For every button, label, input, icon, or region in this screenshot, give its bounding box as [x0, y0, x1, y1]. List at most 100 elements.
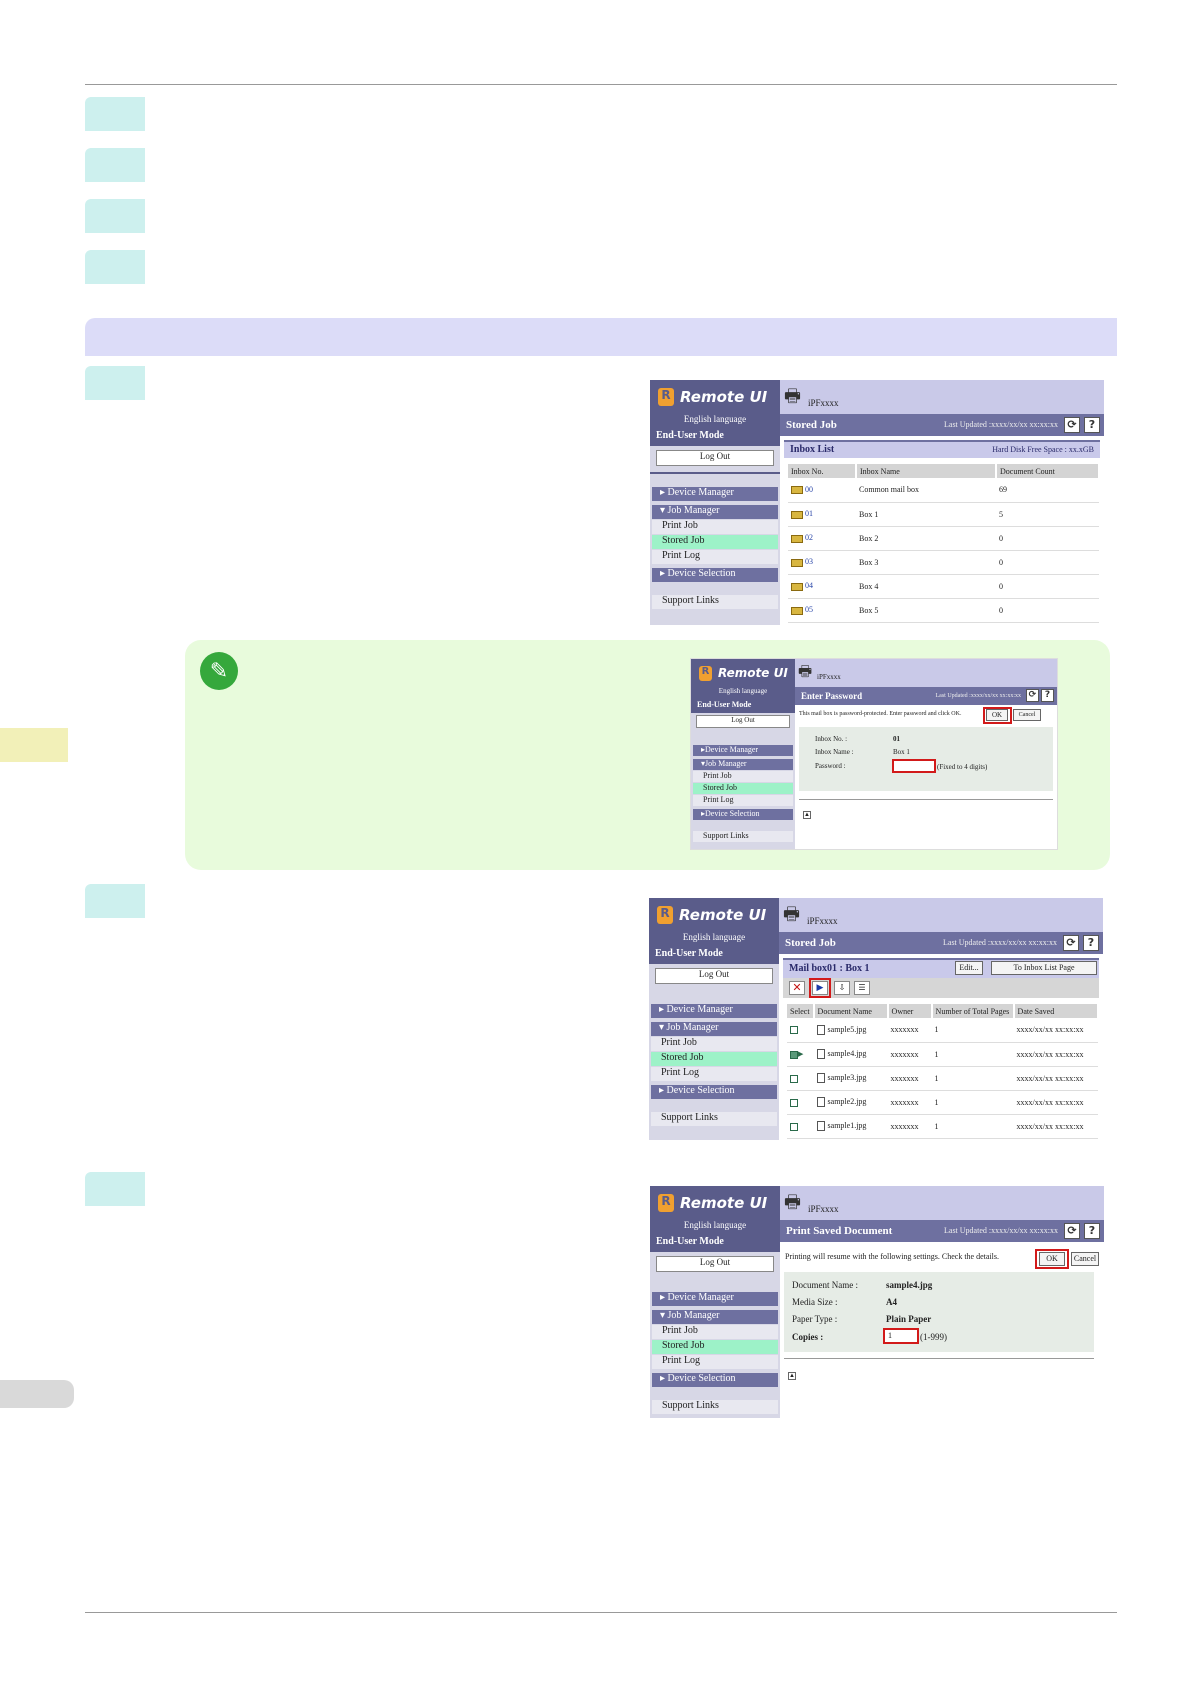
step-marker-5 — [85, 366, 145, 400]
doc-name[interactable]: sample4.jpg — [827, 1048, 867, 1058]
inbox-link[interactable]: 04 — [805, 581, 813, 591]
help-button[interactable]: ? — [1084, 417, 1100, 433]
inbox-name: Box 4 — [856, 574, 996, 599]
page-title: Stored Job Last Updated :xxxx/xx/xx xx:x… — [779, 932, 1103, 954]
print-icon[interactable]: ▶ — [812, 981, 828, 995]
divider — [799, 799, 1053, 800]
refresh-icon[interactable]: ⟳ — [1063, 935, 1079, 951]
inbox-link[interactable]: 02 — [805, 533, 813, 543]
nav-device-selection[interactable]: ▸ Device Selection — [652, 568, 778, 582]
inbox-link[interactable]: 03 — [805, 557, 813, 567]
nav-device-selection[interactable]: ▸ Device Selection — [651, 1085, 777, 1099]
details-icon[interactable]: ☰ — [854, 981, 870, 995]
refresh-icon[interactable]: ⟳ — [1064, 417, 1080, 433]
nav-job-manager[interactable]: ▾ Job Manager — [652, 505, 778, 519]
nav-print-job[interactable]: Print Job — [652, 520, 778, 534]
logout-button[interactable]: Log Out — [655, 968, 773, 984]
col-inbox-no: Inbox No. — [788, 464, 857, 478]
logout-button[interactable]: Log Out — [656, 450, 774, 466]
edit-button[interactable]: Edit... — [955, 961, 983, 975]
inbox-name: Box 1 — [856, 502, 996, 527]
doc-name[interactable]: sample1.jpg — [827, 1120, 867, 1130]
doc-name[interactable]: sample5.jpg — [827, 1024, 867, 1034]
language-link[interactable]: English language — [650, 1220, 780, 1236]
nav-job-manager[interactable]: ▾ Job Manager — [652, 1310, 778, 1324]
top-bar: 🖶 iPFxxxx — [795, 659, 1057, 687]
inbox-link[interactable]: 01 — [805, 509, 813, 519]
select-checkbox[interactable] — [790, 1074, 798, 1083]
doc-name[interactable]: sample3.jpg — [827, 1072, 867, 1082]
owner: xxxxxxx — [887, 1090, 932, 1115]
nav-stored-job[interactable]: Stored Job — [652, 1340, 778, 1354]
select-checkbox[interactable] — [790, 1026, 798, 1035]
inbox-no-label: Inbox No. : — [815, 735, 848, 743]
help-button[interactable]: ? — [1041, 689, 1054, 702]
sidebar-divider — [650, 472, 780, 474]
password-input[interactable] — [892, 759, 936, 773]
page-top-icon[interactable]: ▲ — [788, 1372, 796, 1380]
nav-job-manager[interactable]: ▾ Job Manager — [651, 1022, 777, 1036]
nav-device-manager[interactable]: ▸ Device Manager — [652, 1292, 778, 1306]
document-icon — [816, 1073, 825, 1084]
page-top-icon[interactable]: ▲ — [803, 811, 811, 819]
nav-device-manager[interactable]: ▸ Device Manager — [651, 1004, 777, 1018]
inbox-link[interactable]: 00 — [805, 485, 813, 495]
nav-print-log[interactable]: Print Log — [652, 550, 778, 564]
brand-text: Remote UI — [679, 906, 767, 924]
last-updated: Last Updated :xxxx/xx/xx xx:xx:xx — [943, 938, 1057, 947]
select-checkbox[interactable] — [790, 1098, 798, 1107]
delete-icon[interactable]: ✕ — [789, 981, 805, 995]
nav-support-links[interactable]: Support Links — [652, 595, 778, 609]
inbox-link[interactable]: 05 — [805, 605, 813, 615]
language-link[interactable]: English language — [649, 932, 779, 948]
pages: 1 — [931, 1066, 1014, 1091]
doc-name[interactable]: sample2.jpg — [827, 1096, 867, 1106]
language-link[interactable]: English language — [650, 414, 780, 430]
ok-button[interactable]: OK — [986, 709, 1008, 721]
nav-stored-job[interactable]: Stored Job — [693, 783, 793, 794]
nav-print-job[interactable]: Print Job — [652, 1325, 778, 1339]
nav-stored-job[interactable]: Stored Job — [652, 535, 778, 549]
nav-print-job[interactable]: Print Job — [651, 1037, 777, 1051]
cancel-button[interactable]: Cancel — [1071, 1252, 1099, 1266]
ok-button[interactable]: OK — [1039, 1252, 1065, 1266]
nav-print-log[interactable]: Print Log — [651, 1067, 777, 1081]
doc-count: 0 — [996, 550, 1099, 575]
help-button[interactable]: ? — [1083, 935, 1099, 951]
language-link[interactable]: English language — [691, 687, 795, 700]
nav-support-links[interactable]: Support Links — [693, 831, 793, 842]
logout-button[interactable]: Log Out — [696, 715, 790, 728]
move-icon[interactable]: ⇩ — [834, 981, 850, 995]
logout-button[interactable]: Log Out — [656, 1256, 774, 1272]
nav-stored-job[interactable]: Stored Job — [651, 1052, 777, 1066]
nav-print-log[interactable]: Print Log — [693, 795, 793, 806]
refresh-icon[interactable]: ⟳ — [1026, 689, 1039, 702]
divider — [784, 1358, 1094, 1359]
nav-print-log[interactable]: Print Log — [652, 1355, 778, 1369]
to-inbox-list-button[interactable]: To Inbox List Page — [991, 961, 1097, 975]
cancel-button[interactable]: Cancel — [1013, 709, 1041, 721]
nav-device-selection[interactable]: ▸ Device Selection — [652, 1373, 778, 1387]
help-button[interactable]: ? — [1084, 1223, 1100, 1239]
copies-input[interactable]: 1 — [883, 1328, 919, 1344]
folder-icon — [791, 558, 803, 567]
nav-device-selection[interactable]: ▸Device Selection — [693, 809, 793, 820]
nav-support-links[interactable]: Support Links — [651, 1112, 777, 1126]
nav-job-manager[interactable]: ▾Job Manager — [693, 759, 793, 770]
nav-print-job[interactable]: Print Job — [693, 771, 793, 782]
select-checkbox[interactable] — [790, 1122, 798, 1131]
nav-device-manager[interactable]: ▸Device Manager — [693, 745, 793, 756]
refresh-icon[interactable]: ⟳ — [1064, 1223, 1080, 1239]
select-checkbox[interactable] — [790, 1050, 798, 1059]
page-title: Print Saved Document Last Updated :xxxx/… — [780, 1220, 1104, 1242]
nav-support-links[interactable]: Support Links — [652, 1400, 778, 1414]
step-marker-2 — [85, 148, 145, 182]
nav-device-manager[interactable]: ▸ Device Manager — [652, 487, 778, 501]
